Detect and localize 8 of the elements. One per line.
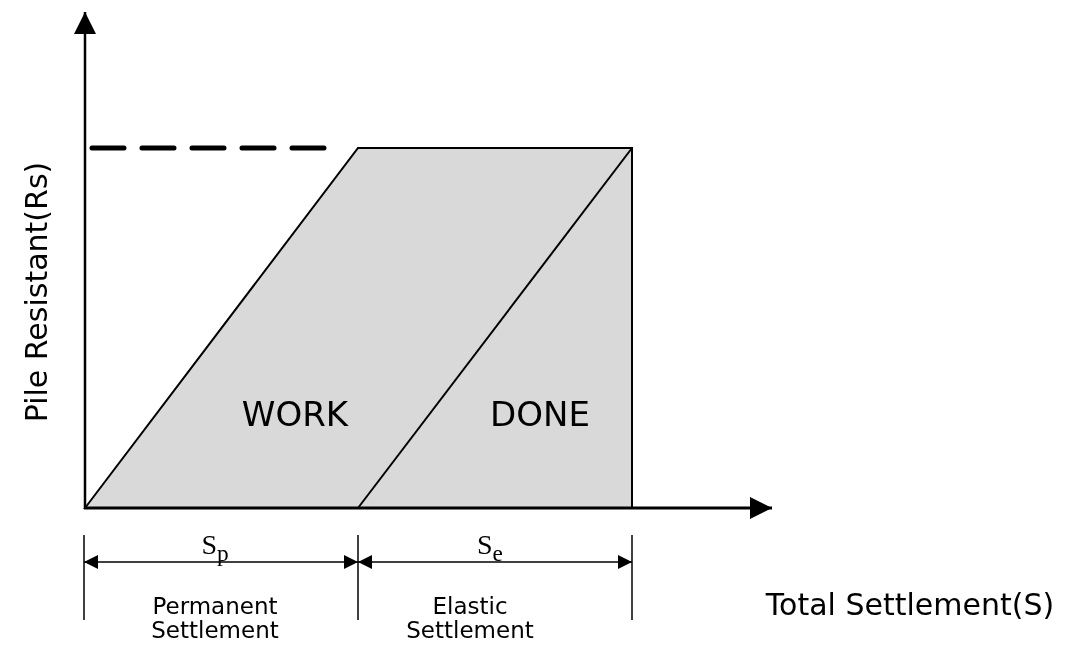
dimension-caption: Permanent Settlement xyxy=(150,593,280,643)
region-label: DONE xyxy=(490,397,590,433)
dimension-caption: Elastic Settlement xyxy=(405,593,535,643)
dimension-label: S$_{p}$ xyxy=(201,530,229,566)
region-label: WORK xyxy=(241,397,349,433)
dimension-label: S$_{e}$ xyxy=(477,530,503,566)
axis-title: Pile Resistant(Rs) xyxy=(21,161,53,423)
axis-title: Total Settlement(S) xyxy=(765,589,1055,621)
